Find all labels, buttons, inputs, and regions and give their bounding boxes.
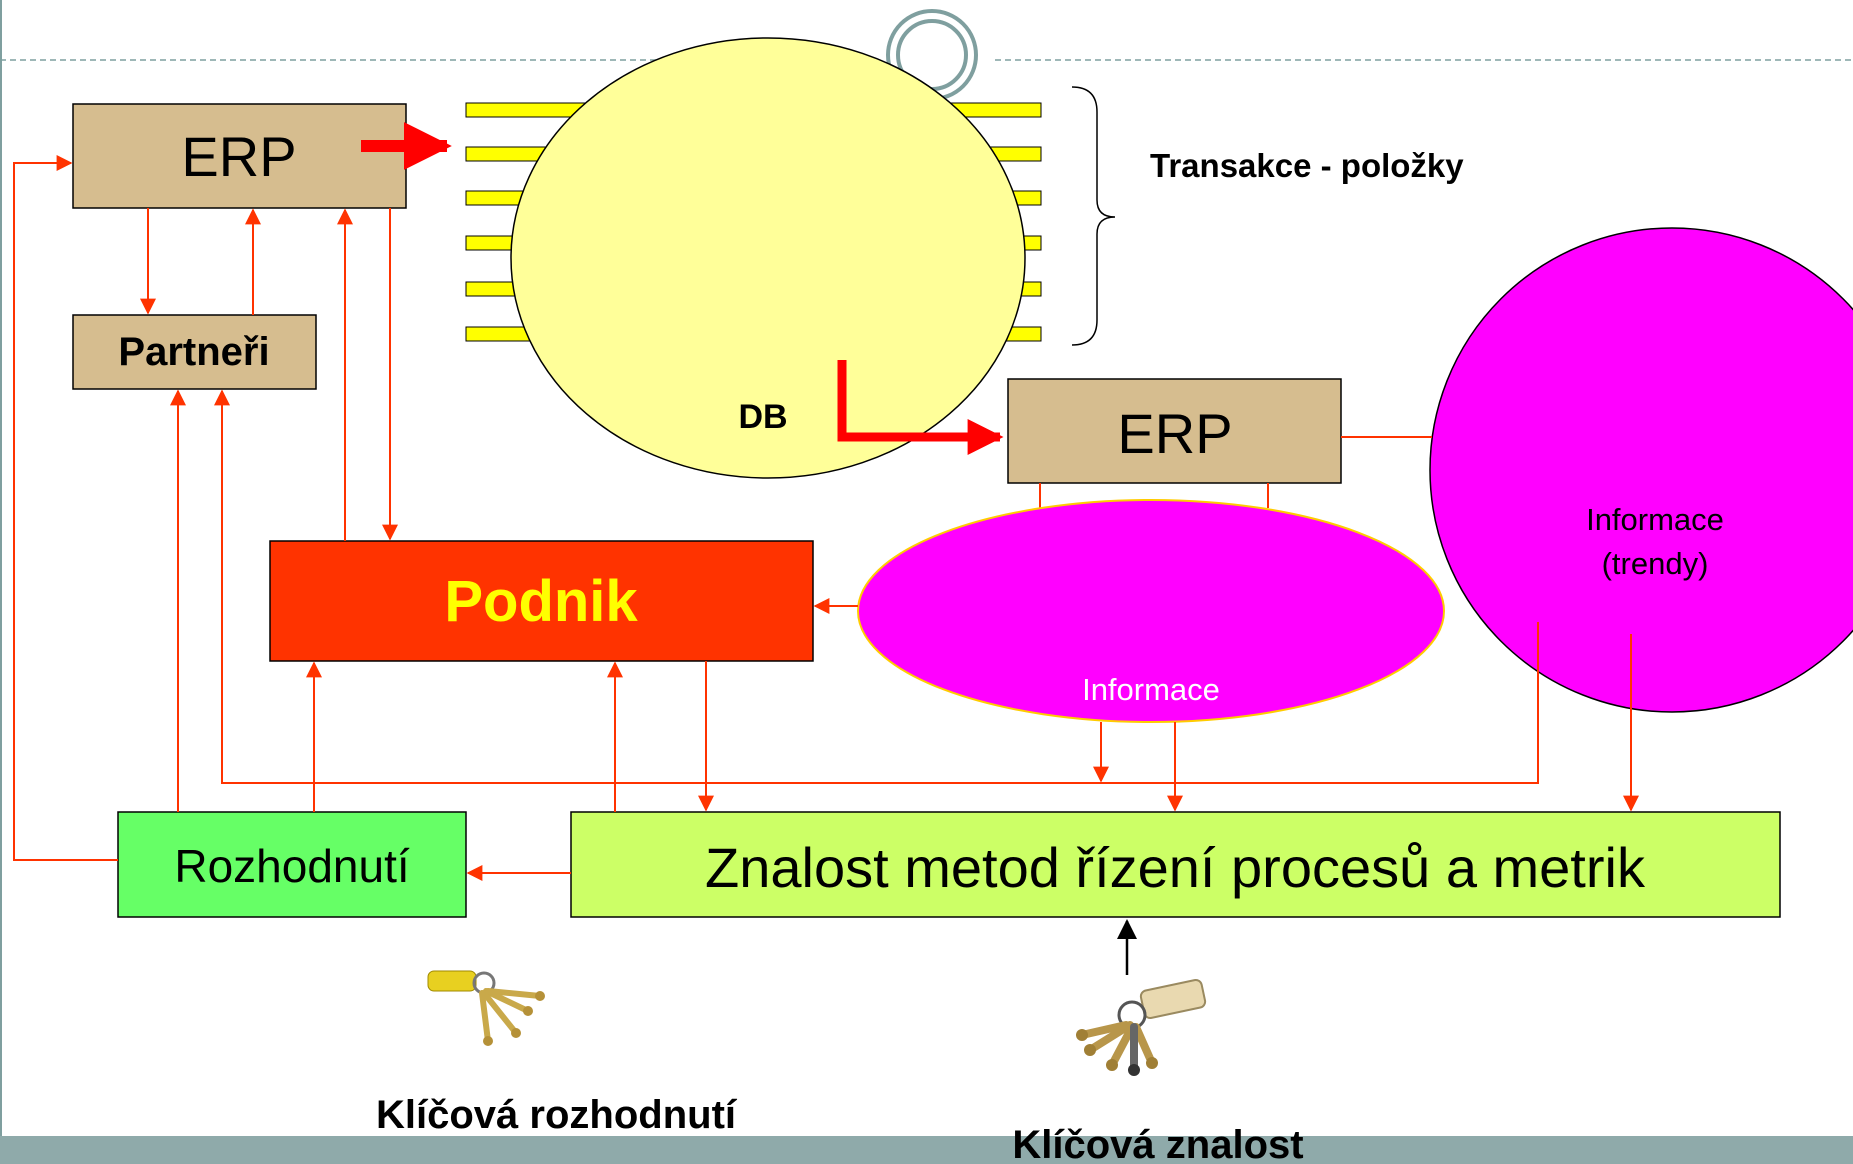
keys-with-keychain-icon <box>1076 978 1207 1076</box>
znalost-box <box>570 811 1781 918</box>
transakce-label: Transakce - položky <box>1150 147 1464 184</box>
podnik-label: Podnik <box>444 569 638 634</box>
informace-trendy-line1: Informace <box>1586 502 1724 537</box>
partneri-label: Partneři <box>118 330 269 374</box>
rozhodnuti-label: Rozhodnutí <box>174 840 409 892</box>
partneri-box <box>72 314 317 390</box>
thin-connectors <box>13 155 1639 881</box>
thick-arrow-db-to-erp <box>837 360 1004 455</box>
znalost-label: Znalost metod řízení procesů a metrik <box>705 836 1646 899</box>
informace-ellipse <box>857 499 1445 723</box>
bottom-band <box>0 1136 1853 1164</box>
caption-klicova-rozhodnuti: Klíčová rozhodnutí <box>376 1093 738 1137</box>
erp-top-box <box>72 103 407 209</box>
informace-trendy-circle <box>1429 227 1853 713</box>
arrow-rozhodnuti-to-erp <box>13 155 118 861</box>
informace-trendy-line2: (trendy) <box>1602 546 1709 581</box>
rozhodnuti-box <box>117 811 467 918</box>
podnik-box <box>269 540 814 662</box>
curly-brace <box>1071 86 1116 346</box>
informace-label: Informace <box>1082 672 1220 707</box>
db-label: DB <box>738 398 787 436</box>
erp-mid-label: ERP <box>1117 402 1232 465</box>
erp-mid-box <box>1007 378 1342 484</box>
arrow-trendy-to-partneri <box>214 389 1539 784</box>
keys-with-yellow-tag-icon <box>418 951 555 1050</box>
caption-klicova-znalost: Klíčová znalost <box>1012 1123 1303 1164</box>
erp-top-label: ERP <box>181 125 296 188</box>
db-ellipse <box>510 37 1026 479</box>
